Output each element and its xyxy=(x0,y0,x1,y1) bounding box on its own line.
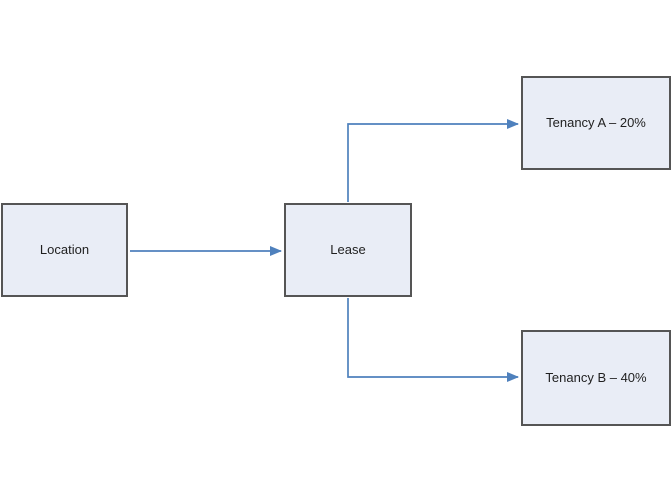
node-tenancy-a: Tenancy A – 20% xyxy=(521,76,671,170)
edge-lease-tenancy-b xyxy=(347,298,519,382)
node-tenancy-b: Tenancy B – 40% xyxy=(521,330,671,426)
node-location: Location xyxy=(1,203,128,297)
node-tenancy-b-label: Tenancy B – 40% xyxy=(545,370,647,386)
node-location-label: Location xyxy=(39,242,90,258)
edge-lease-tenancy-a xyxy=(347,119,519,202)
node-lease-label: Lease xyxy=(330,242,366,258)
node-tenancy-a-label: Tenancy A – 20% xyxy=(546,115,646,131)
node-lease: Lease xyxy=(284,203,412,297)
